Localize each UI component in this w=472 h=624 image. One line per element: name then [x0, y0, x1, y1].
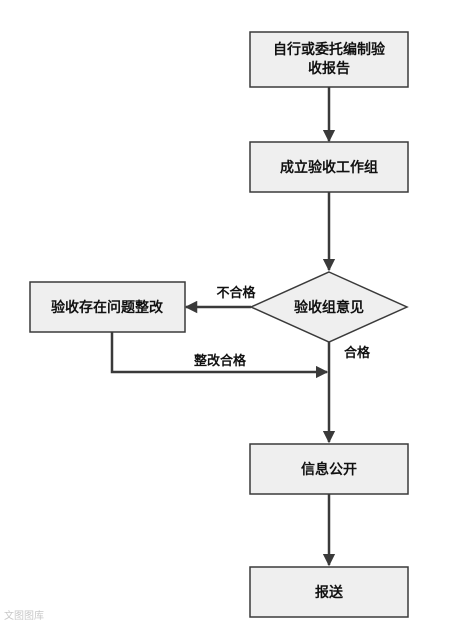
- node-form-group: 成立验收工作组: [249, 141, 409, 193]
- box-publish-info: [249, 443, 409, 495]
- node-decision-label: 验收组意见: [294, 299, 364, 316]
- arrow-rectified: [110, 332, 329, 379]
- node-rectify-label: 验收存在问题整改: [51, 299, 164, 316]
- node-compile-report-line1: 自行或委托编制验: [273, 41, 386, 58]
- node-publish-info: 信息公开: [249, 443, 409, 495]
- box-submit: [249, 566, 409, 618]
- node-decision: 验收组意见: [249, 271, 409, 343]
- node-form-group-label: 成立验收工作组: [280, 159, 378, 176]
- node-compile-report-line2: 收报告: [308, 60, 350, 77]
- label-fail: 不合格: [216, 285, 256, 301]
- node-publish-info-label: 信息公开: [301, 461, 357, 478]
- node-rectify: 验收存在问题整改: [29, 281, 186, 333]
- node-compile-report: 自行或委托编制验 收报告: [249, 31, 409, 88]
- node-submit: 报送: [249, 566, 409, 618]
- watermark: 文图图库: [4, 611, 44, 622]
- box-compile-report: [249, 31, 409, 88]
- label-pass: 合格: [344, 345, 371, 361]
- label-rectified: 整改合格: [193, 353, 247, 369]
- box-rectify: [29, 281, 186, 333]
- node-submit-label: 报送: [315, 584, 344, 601]
